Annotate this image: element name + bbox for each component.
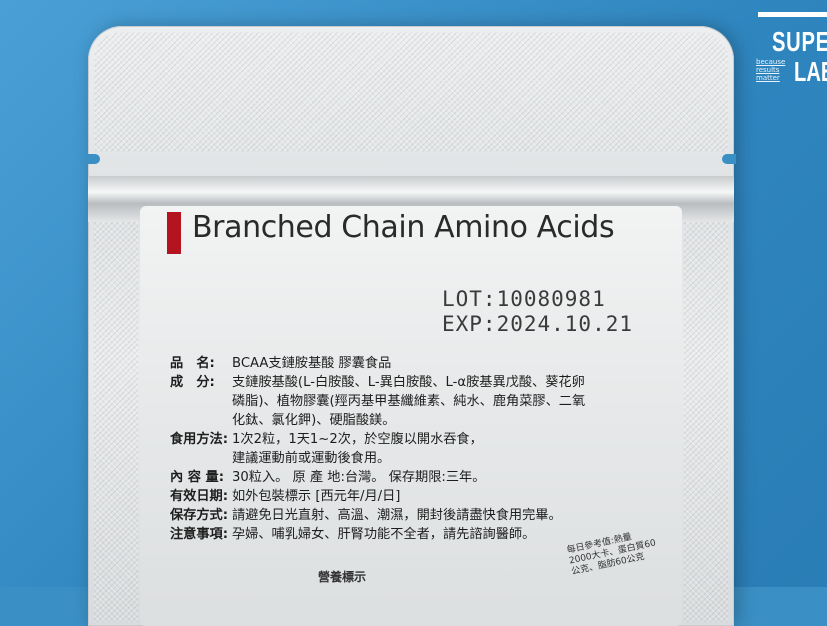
- brand-logo-bar: [758, 12, 827, 17]
- info-row-continuation: 磷脂)、植物膠囊(羥丙基甲基纖維素、純水、鹿角菜膠、二氧: [232, 394, 586, 409]
- info-row-value: 1次2粒，1天1~2次，於空腹以開水吞食，: [232, 432, 483, 447]
- info-row-key: 食用方法:: [170, 432, 229, 447]
- info-row-key: 內 容 量:: [170, 470, 225, 485]
- brand-name-bottom: LAB: [794, 56, 827, 87]
- tear-notch-right: [722, 154, 736, 164]
- pouch-emboss-right: [684, 222, 728, 622]
- info-row: 內 容 量: 30粒入。 原 產 地:台灣。 保存期限:三年。: [170, 468, 670, 487]
- tear-notch-left: [86, 154, 100, 164]
- info-row-key: 有效日期:: [170, 489, 229, 504]
- info-row-value: 30粒入。 原 產 地:台灣。 保存期限:三年。: [232, 470, 486, 485]
- info-row: 有效日期:如外包裝標示 [西元年/月/日]: [170, 487, 670, 506]
- info-row-key: 成 分:: [170, 375, 215, 390]
- pouch-emboss-top: [94, 32, 728, 152]
- info-row-continuation: 化鈦、氯化鉀)、硬脂酸鎂。: [232, 413, 396, 428]
- brand-name-top: SUPER: [772, 26, 827, 57]
- info-row-value: 孕婦、哺乳婦女、肝腎功能不全者，請先諮詢醫師。: [232, 527, 536, 542]
- info-row-value: BCAA支鏈胺基酸 膠囊食品: [232, 356, 392, 371]
- info-row-key: 保存方式:: [170, 508, 229, 523]
- info-row-key: 注意事項:: [170, 527, 229, 542]
- info-row-continuation: 建議運動前或運動後食用。: [232, 451, 391, 466]
- info-row-value: 支鏈胺基酸(L-白胺酸、L-異白胺酸、L-α胺基異戊酸、葵花卵: [232, 375, 585, 390]
- info-row: 保存方式:請避免日光直射、高溫、潮濕，開封後請盡快食用完畢。: [170, 506, 670, 525]
- info-row: 品 名: BCAA支鏈胺基酸 膠囊食品: [170, 354, 670, 373]
- info-row-value: 請避免日光直射、高溫、潮濕，開封後請盡快食用完畢。: [232, 508, 562, 523]
- info-row-value: 如外包裝標示 [西元年/月/日]: [232, 489, 401, 504]
- expiry-date: EXP:2024.10.21: [442, 312, 634, 336]
- info-row: 成 分: 支鏈胺基酸(L-白胺酸、L-異白胺酸、L-α胺基異戊酸、葵花卵: [170, 373, 670, 392]
- info-row: 注意事項:孕婦、哺乳婦女、肝腎功能不全者，請先諮詢醫師。: [170, 525, 670, 544]
- foil-pouch: [86, 26, 736, 626]
- brand-tagline-word: matter: [756, 74, 780, 82]
- brand-tagline-word: results: [756, 66, 780, 74]
- brand-tagline-word: because: [756, 58, 786, 66]
- pouch-emboss-left: [94, 222, 138, 622]
- info-row: 食用方法:1次2粒，1天1~2次，於空腹以開水吞食，: [170, 430, 670, 449]
- nutrition-heading: 營養標示: [318, 570, 367, 584]
- product-title: Branched Chain Amino Acids: [192, 210, 615, 245]
- ingredient-info-block: 品 名: BCAA支鏈胺基酸 膠囊食品成 分: 支鏈胺基酸(L-白胺酸、L-異白胺酸…: [170, 354, 670, 544]
- info-row-key: 品 名:: [170, 356, 215, 371]
- lot-number: LOT:10080981: [442, 287, 606, 311]
- label-panel: [140, 206, 682, 626]
- title-accent-bar: [167, 212, 181, 254]
